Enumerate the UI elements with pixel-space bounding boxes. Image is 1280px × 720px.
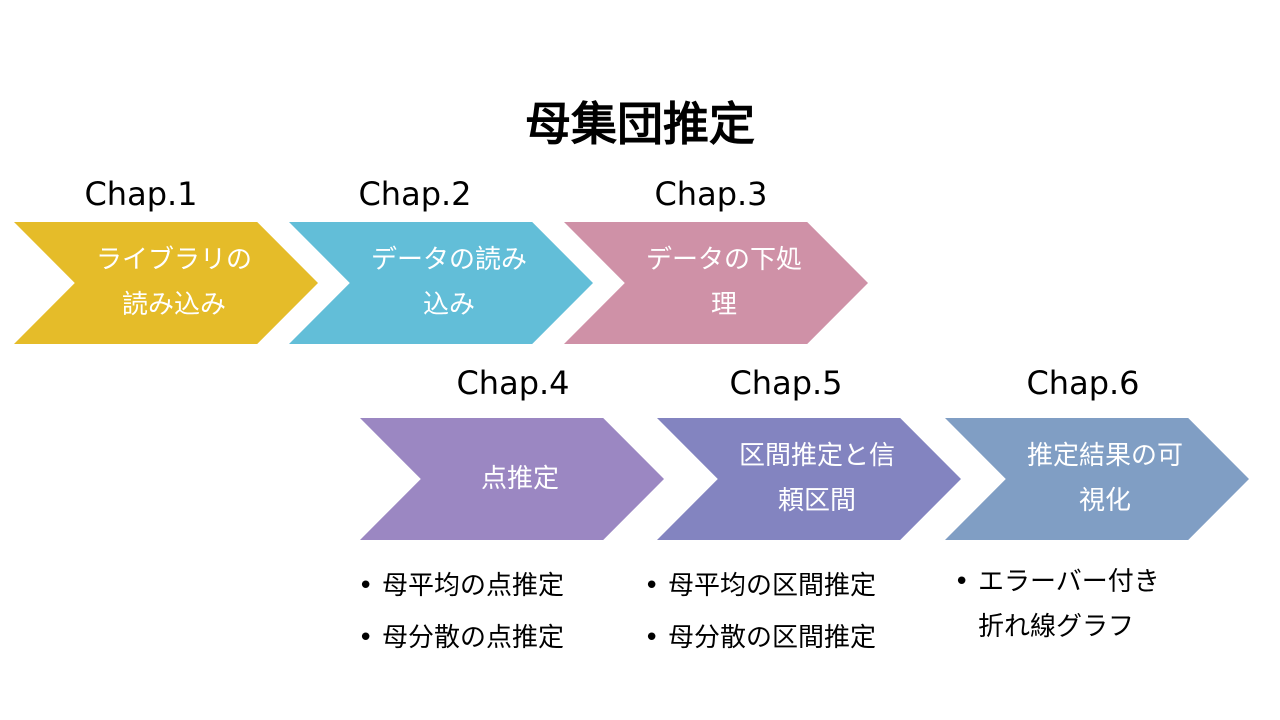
chap-3-line1: データの下処 bbox=[645, 245, 802, 275]
chap-4-bullets: 母平均の点推定 母分散の点推定 bbox=[358, 560, 564, 664]
chap-5-bullets: 母平均の区間推定 母分散の区間推定 bbox=[644, 560, 876, 664]
chap-1-line2: 読み込み bbox=[121, 290, 226, 320]
chap-4-label: Chap.4 bbox=[456, 364, 570, 402]
chap-3-chevron: データの下処理 bbox=[564, 222, 868, 344]
chap-1-label: Chap.1 bbox=[84, 175, 198, 213]
bullet-item: 母分散の区間推定 bbox=[644, 612, 876, 664]
chap-6-bullets: エラーバー付き折れ線グラフ bbox=[954, 560, 1170, 650]
chap-4-chevron: 点推定 bbox=[360, 418, 664, 540]
bullet-item: 母平均の区間推定 bbox=[644, 560, 876, 612]
chap-3-line2: 理 bbox=[710, 290, 737, 320]
chap-5-line1: 区間推定と信 bbox=[738, 441, 895, 471]
chap-5-text: 区間推定と信頼区間 bbox=[722, 418, 912, 540]
chap-2-line2: 込み bbox=[422, 290, 475, 320]
chap-6-text: 推定結果の可視化 bbox=[1010, 418, 1200, 540]
bullet-item: 母平均の点推定 bbox=[358, 560, 564, 612]
chap-2-line1: データの読み bbox=[370, 245, 527, 275]
chap-3-text: データの下処理 bbox=[629, 222, 819, 344]
chap-6-line1: 推定結果の可 bbox=[1026, 441, 1183, 471]
bullet-item: エラーバー付き折れ線グラフ bbox=[954, 560, 1170, 650]
chap-1-line1: ライブラリの bbox=[95, 245, 252, 275]
chap-6-line2: 視化 bbox=[1078, 486, 1131, 516]
chap-2-chevron: データの読み込み bbox=[289, 222, 593, 344]
chap-2-label: Chap.2 bbox=[358, 175, 472, 213]
chap-1-chevron: ライブラリの読み込み bbox=[14, 222, 318, 344]
chap-1-text: ライブラリの読み込み bbox=[79, 222, 269, 344]
chap-4-line1: 点推定 bbox=[480, 463, 559, 494]
chap-4-text: 点推定 bbox=[425, 418, 615, 540]
chap-5-chevron: 区間推定と信頼区間 bbox=[657, 418, 961, 540]
chap-3-label: Chap.3 bbox=[654, 175, 768, 213]
chap-5-label: Chap.5 bbox=[729, 364, 843, 402]
chap-5-line2: 頼区間 bbox=[777, 486, 856, 516]
chap-2-text: データの読み込み bbox=[354, 222, 544, 344]
bullet-item: 母分散の点推定 bbox=[358, 612, 564, 664]
diagram-title: 母集団推定 bbox=[525, 97, 755, 151]
chap-6-label: Chap.6 bbox=[1026, 364, 1140, 402]
chap-6-chevron: 推定結果の可視化 bbox=[945, 418, 1249, 540]
